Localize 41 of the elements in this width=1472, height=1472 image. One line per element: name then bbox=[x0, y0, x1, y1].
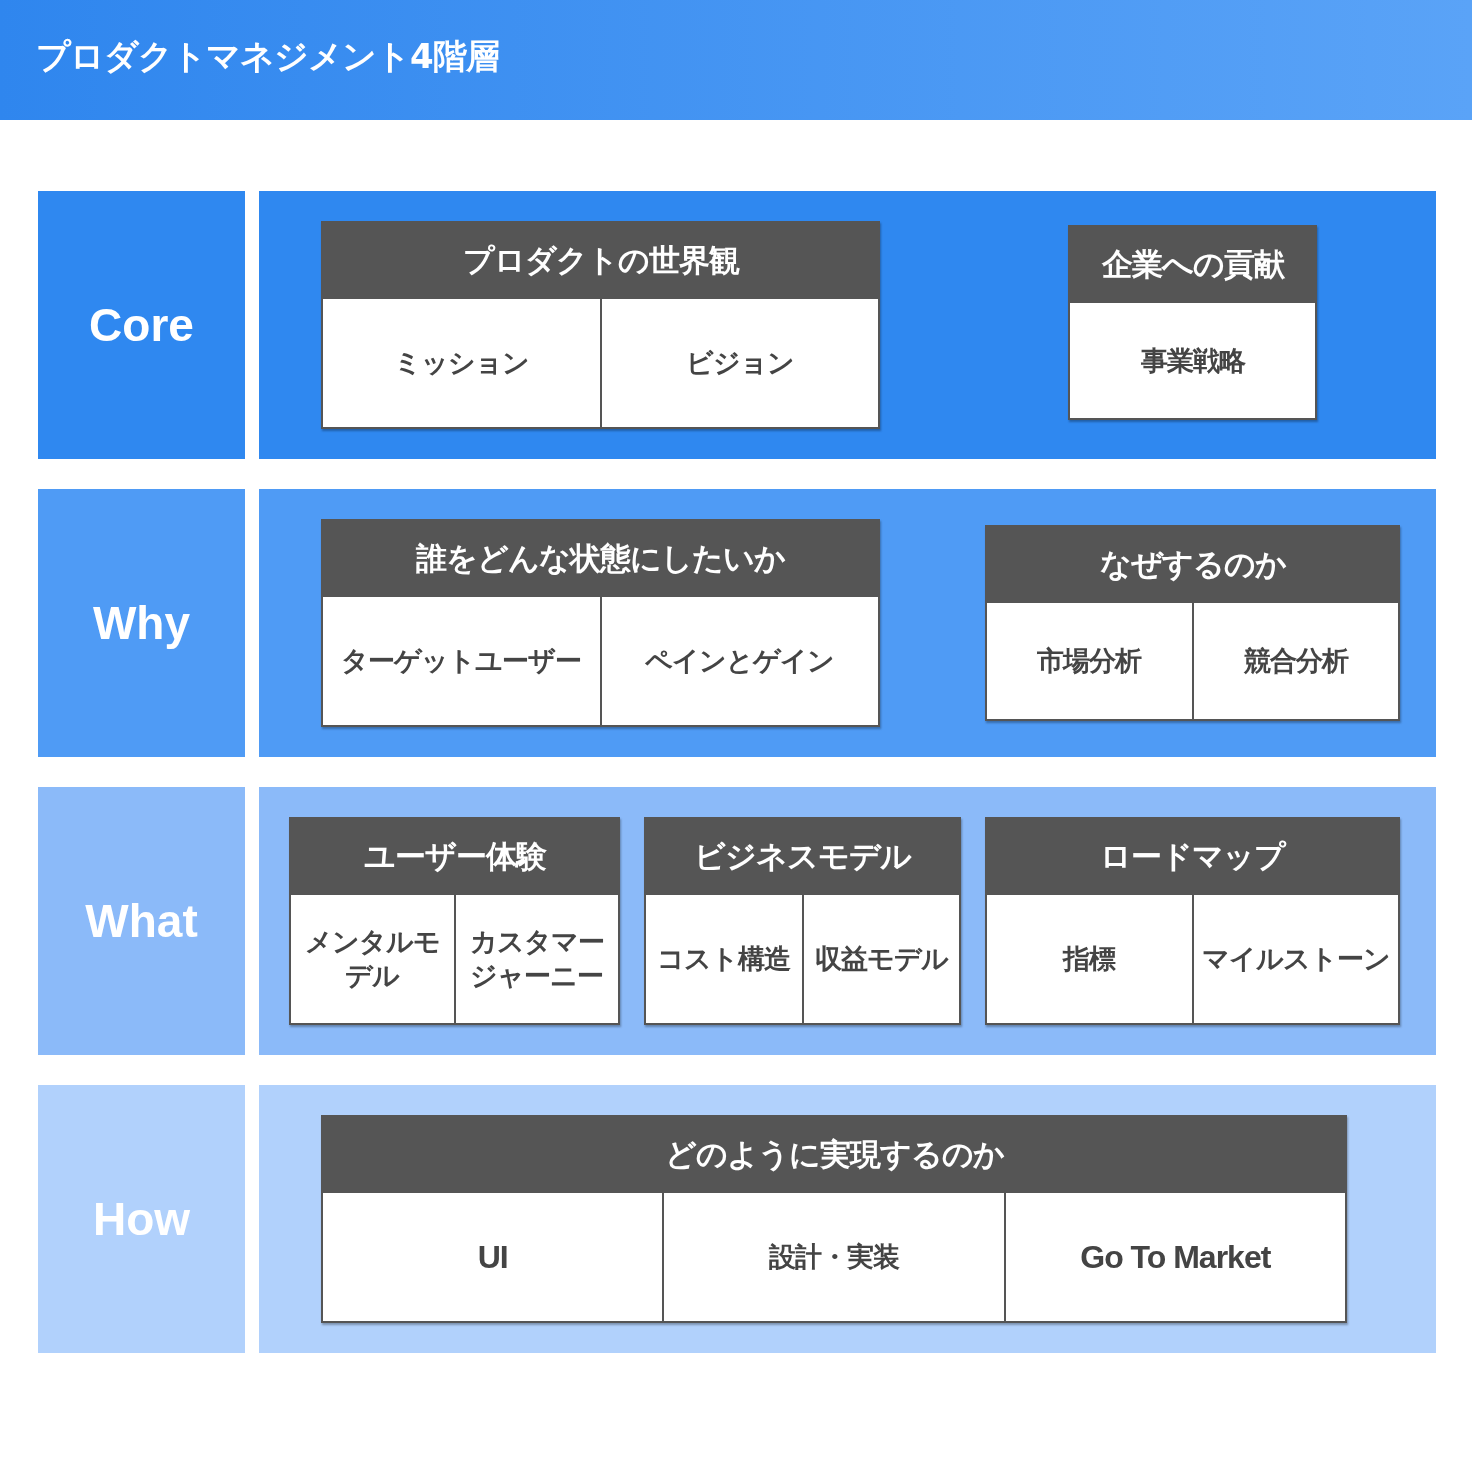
card-header: 誰をどんな状態にしたいか bbox=[323, 521, 878, 597]
item-cell: 指標 bbox=[987, 895, 1192, 1023]
item-cell: Go To Market bbox=[1003, 1193, 1345, 1321]
layer-label: What bbox=[38, 787, 245, 1055]
item-cell: コスト構造 bbox=[646, 895, 802, 1023]
item-cell: 競合分析 bbox=[1191, 603, 1398, 719]
item-cell: ペインとゲイン bbox=[599, 597, 878, 725]
layer-panel bbox=[259, 191, 1436, 459]
category-card bbox=[1068, 225, 1317, 420]
category-card bbox=[321, 221, 880, 429]
layer-label: Core bbox=[38, 191, 245, 459]
card-header: ユーザー体験 bbox=[291, 819, 618, 895]
category-card bbox=[644, 817, 961, 1025]
card-header: 企業への貢献 bbox=[1070, 227, 1315, 303]
category-card bbox=[321, 519, 880, 727]
item-cell: 設計・実装 bbox=[662, 1193, 1004, 1321]
layer-label: Why bbox=[38, 489, 245, 757]
item-cell: ミッション bbox=[323, 299, 600, 427]
layer-panel bbox=[259, 489, 1436, 757]
card-header: プロダクトの世界観 bbox=[323, 223, 878, 299]
category-card bbox=[289, 817, 620, 1025]
item-cell: 収益モデル bbox=[801, 895, 959, 1023]
card-header: ビジネスモデル bbox=[646, 819, 959, 895]
card-header: どのように実現するのか bbox=[323, 1117, 1345, 1193]
card-header: なぜするのか bbox=[987, 527, 1398, 603]
category-card bbox=[985, 817, 1400, 1025]
layer-panel bbox=[259, 1085, 1436, 1353]
layer-label: How bbox=[38, 1085, 245, 1353]
layer-panel bbox=[259, 787, 1436, 1055]
item-cell: メンタルモデル bbox=[291, 895, 454, 1023]
card-header: ロードマップ bbox=[987, 819, 1398, 895]
item-cell: UI bbox=[323, 1193, 663, 1321]
item-cell: 事業戦略 bbox=[1070, 303, 1315, 418]
item-cell: ビジョン bbox=[599, 299, 878, 427]
item-cell: マイルストーン bbox=[1191, 895, 1398, 1023]
category-card bbox=[321, 1115, 1347, 1323]
title: プロダクトマネジメント4階層 bbox=[36, 35, 499, 78]
item-cell: 市場分析 bbox=[987, 603, 1192, 719]
category-card bbox=[985, 525, 1400, 721]
item-cell: カスタマージャーニー bbox=[453, 895, 618, 1023]
item-cell: ターゲットユーザー bbox=[323, 597, 600, 725]
